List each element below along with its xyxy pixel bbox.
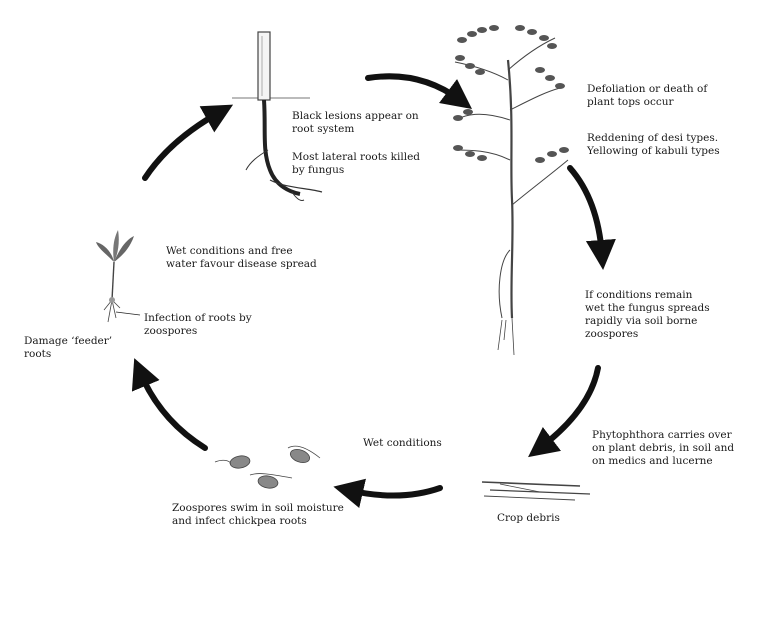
arrow-to-plant-top bbox=[365, 73, 473, 109]
label-wet-conditions: Wet conditions bbox=[363, 437, 442, 450]
label-line: Defoliation or death of bbox=[587, 83, 708, 95]
label-crop-debris: Crop debris bbox=[497, 512, 560, 525]
label-line: on plant debris, in soil and bbox=[592, 442, 735, 454]
lesioned-stem-illustration bbox=[232, 31, 323, 201]
chickpea-plant-illustration bbox=[453, 25, 569, 356]
label-line: Infection of roots by bbox=[144, 312, 252, 324]
label-line: water favour disease spread bbox=[166, 258, 317, 270]
cycle-arrows bbox=[131, 73, 616, 508]
arrow-to-crop-debris bbox=[528, 365, 601, 458]
arrow-to-zoospores bbox=[333, 478, 443, 508]
label-line: Crop debris bbox=[497, 512, 560, 524]
label-line: plant tops occur bbox=[587, 96, 674, 108]
label-line: Zoospores swim in soil moisture bbox=[172, 502, 344, 514]
label-line: Phytophthora carries over bbox=[592, 429, 732, 441]
label-reddening: Reddening of desi types.Yellowing of kab… bbox=[587, 132, 720, 158]
label-line: wet the fungus spreads bbox=[585, 302, 710, 314]
label-line: zoospores bbox=[144, 325, 198, 337]
arrow-down-right bbox=[567, 165, 616, 270]
label-line: roots bbox=[24, 348, 52, 360]
label-line: If conditions remain bbox=[585, 289, 693, 301]
arrow-to-lesioned-stem bbox=[142, 104, 234, 181]
label-line: Black lesions appear on bbox=[292, 110, 419, 122]
seedling-illustration bbox=[96, 230, 134, 323]
label-line: Damage ‘feeder’ bbox=[24, 335, 113, 347]
label-line: zoospores bbox=[585, 328, 639, 340]
label-line: Wet conditions and free bbox=[166, 245, 293, 257]
label-line: root system bbox=[292, 123, 355, 135]
arrow-to-damaged-roots bbox=[131, 358, 208, 451]
label-line: on medics and lucerne bbox=[592, 455, 713, 467]
label-line: Most lateral roots killed bbox=[292, 151, 421, 163]
infection-pointer-line bbox=[115, 311, 141, 316]
label-line: rapidly via soil borne bbox=[585, 315, 698, 327]
label-line: and infect chickpea roots bbox=[172, 515, 307, 527]
label-damage-feeder: Damage ‘feeder’roots bbox=[24, 335, 112, 361]
label-line: by fungus bbox=[292, 164, 345, 176]
label-line: Yellowing of kabuli types bbox=[587, 145, 720, 157]
label-line: Wet conditions bbox=[363, 437, 442, 449]
label-line: Reddening of desi types. bbox=[587, 132, 719, 144]
zoospore-illustrations bbox=[214, 445, 321, 489]
crop-debris-illustration bbox=[481, 481, 591, 501]
